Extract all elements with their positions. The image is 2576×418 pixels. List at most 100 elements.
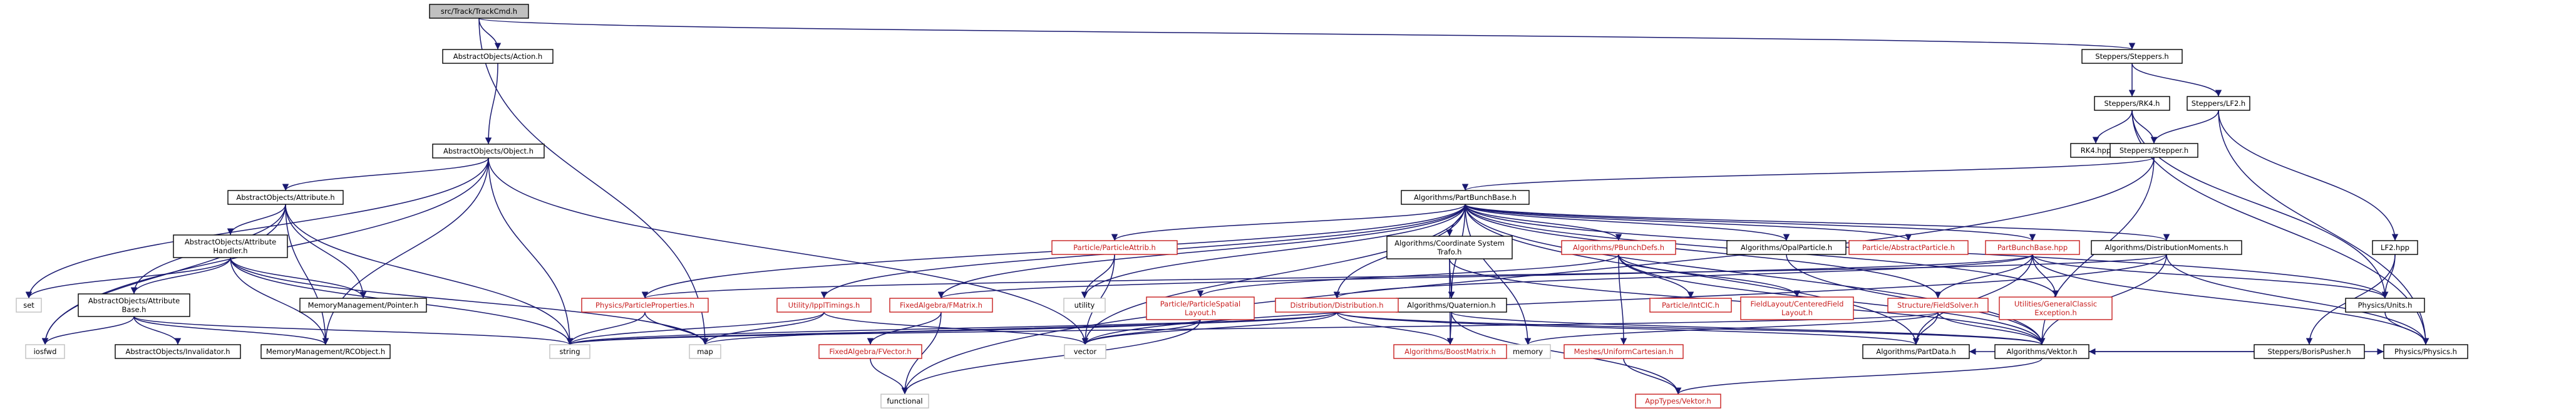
node-action[interactable]: AbstractObjects/Action.h [442, 49, 554, 64]
node-fieldsolver[interactable]: Structure/FieldSolver.h [1887, 298, 1989, 313]
node-fmatrix[interactable]: FixedAlgebra/FMatrix.h [889, 298, 993, 313]
node-label: set [23, 301, 34, 310]
node-distmoments[interactable]: Algorithms/DistributionMoments.h [2091, 240, 2242, 255]
node-vector[interactable]: vector [1064, 344, 1106, 359]
node-box [25, 344, 65, 359]
node-fvector[interactable]: FixedAlgebra/FVector.h [818, 344, 922, 359]
node-intcic[interactable]: Particle/IntCIC.h [1649, 298, 1732, 313]
edge-lf2-to-stepper [2150, 110, 2219, 144]
node-label: FixedAlgebra/FVector.h [829, 347, 911, 356]
node-rk4[interactable]: Steppers/RK4.h [2094, 96, 2170, 111]
node-quaternion[interactable]: Algorithms/Quaternion.h [1396, 298, 1507, 313]
node-boostmatrix[interactable]: Algorithms/BoostMatrix.h [1393, 344, 1507, 359]
node-box [432, 144, 545, 159]
edge-partbunchbase-to-fmatrix [937, 204, 1466, 299]
node-label: Layout.h [1185, 308, 1216, 317]
node-label: Physics/ParticleProperties.h [595, 301, 694, 310]
node-map[interactable]: map [689, 344, 721, 359]
node-pbunchdefs[interactable]: Algorithms/PBunchDefs.h [1561, 240, 1676, 255]
node-apptypesvektor[interactable]: AppTypes/Vektor.h [1635, 394, 1721, 409]
edge-distmoments-to-physics [2166, 254, 2429, 345]
node-functional[interactable]: functional [880, 394, 929, 409]
node-box [1726, 240, 1847, 255]
node-uniformcart[interactable]: Meshes/UniformCartesian.h [1564, 344, 1684, 359]
node-abstractparticle[interactable]: Particle/AbstractParticle.h [1848, 240, 1969, 255]
node-root[interactable]: src/Track/TrackCmd.h [429, 4, 529, 19]
edge-partbunchbasehpp-to-distribution [1334, 254, 2033, 299]
node-box [16, 298, 42, 313]
node-label: PartBunchBase.hpp [1997, 243, 2068, 252]
edge-pbunchdefs-to-intcic [1618, 254, 1694, 299]
node-attribute[interactable]: AbstractObjects/Attribute.h [227, 190, 344, 205]
node-box [2254, 344, 2365, 359]
node-stepper[interactable]: Steppers/Stepper.h [2110, 143, 2198, 158]
edge-attribute-to-string [285, 204, 574, 345]
node-label: RK4.hpp [2081, 146, 2111, 155]
edge-action-to-object [485, 63, 498, 145]
node-partbunchbase[interactable]: Algorithms/PartBunchBase.h [1401, 190, 1530, 205]
node-box [2372, 240, 2418, 255]
node-box [429, 4, 529, 19]
node-invalidator[interactable]: AbstractObjects/Invalidator.h [115, 344, 241, 359]
edge-attrhandler-to-attrbase [130, 257, 231, 295]
node-set[interactable]: set [16, 298, 42, 313]
node-physics[interactable]: Physics/Physics.h [2383, 344, 2468, 359]
node-label: Algorithms/OpalParticle.h [1741, 243, 1832, 252]
node-particleprops[interactable]: Physics/ParticleProperties.h [581, 298, 709, 313]
node-box [889, 298, 993, 313]
edge-distmoments-to-vector [1082, 254, 2167, 345]
node-label: Layout.h [1781, 308, 1813, 317]
node-opalparticle[interactable]: Algorithms/OpalParticle.h [1726, 240, 1847, 255]
node-string[interactable]: string [549, 344, 590, 359]
node-rcobject[interactable]: MemoryManagement/RCObject.h [260, 344, 391, 359]
node-label: string [559, 347, 580, 356]
node-box [2383, 344, 2468, 359]
node-borispusher[interactable]: Steppers/BorisPusher.h [2254, 344, 2365, 359]
node-vektor[interactable]: Algorithms/Vektor.h [1994, 344, 2089, 359]
node-lf2[interactable]: Steppers/LF2.h [2187, 96, 2250, 111]
node-lf2hpp[interactable]: LF2.hpp [2372, 240, 2418, 255]
node-partbunchbasehpp[interactable]: PartBunchBase.hpp [1985, 240, 2080, 255]
node-label: Particle/ParticleAttrib.h [1073, 243, 1156, 252]
node-partdata[interactable]: Algorithms/PartData.h [1862, 344, 1970, 359]
edge-attribute-to-mmpointer [285, 204, 367, 299]
edge-lf2-to-lf2hpp [2218, 110, 2399, 241]
node-box [581, 298, 709, 313]
node-object[interactable]: AbstractObjects/Object.h [432, 144, 545, 159]
node-particleattrib[interactable]: Particle/ParticleAttrib.h [1051, 240, 1178, 255]
node-box [78, 293, 190, 317]
edge-attrhandler-to-set [25, 257, 231, 299]
node-box [1985, 240, 2080, 255]
node-box [776, 298, 872, 313]
node-iosfwd[interactable]: iosfwd [25, 344, 65, 359]
node-steppers[interactable]: Steppers/Steppers.h [2081, 49, 2183, 64]
node-memory[interactable]: memory [1505, 344, 1551, 359]
node-label: Algorithms/Quaternion.h [1407, 301, 1495, 310]
node-ippltimings[interactable]: Utility/IpplTimings.h [776, 298, 872, 313]
edge-object-to-rcobject [322, 157, 489, 345]
node-label: iosfwd [34, 347, 57, 356]
node-label: Algorithms/Vektor.h [2006, 347, 2077, 356]
edge-root-to-steppers [478, 18, 2135, 50]
node-label: Algorithms/BoostMatrix.h [1404, 347, 1496, 356]
node-physunits[interactable]: Physics/Units.h [2345, 298, 2425, 313]
node-label: Steppers/RK4.h [2105, 99, 2160, 108]
edge-fmatrix-to-fvector [867, 311, 942, 345]
node-label: Algorithms/PBunchDefs.h [1573, 243, 1664, 252]
node-label: src/Track/TrackCmd.h [441, 7, 517, 16]
node-label: FieldLayout/CenteredField [1751, 300, 1844, 308]
node-label: AbstractObjects/Action.h [453, 52, 543, 61]
edge-attrbase-to-rcobject [133, 316, 329, 345]
node-label: Meshes/UniformCartesian.h [1574, 347, 1674, 356]
node-distribution[interactable]: Distribution/Distribution.h [1275, 298, 1399, 313]
node-mmpointer[interactable]: MemoryManagement/Pointer.h [299, 298, 427, 313]
node-box [442, 49, 554, 64]
node-utility[interactable]: utility [1063, 298, 1106, 313]
